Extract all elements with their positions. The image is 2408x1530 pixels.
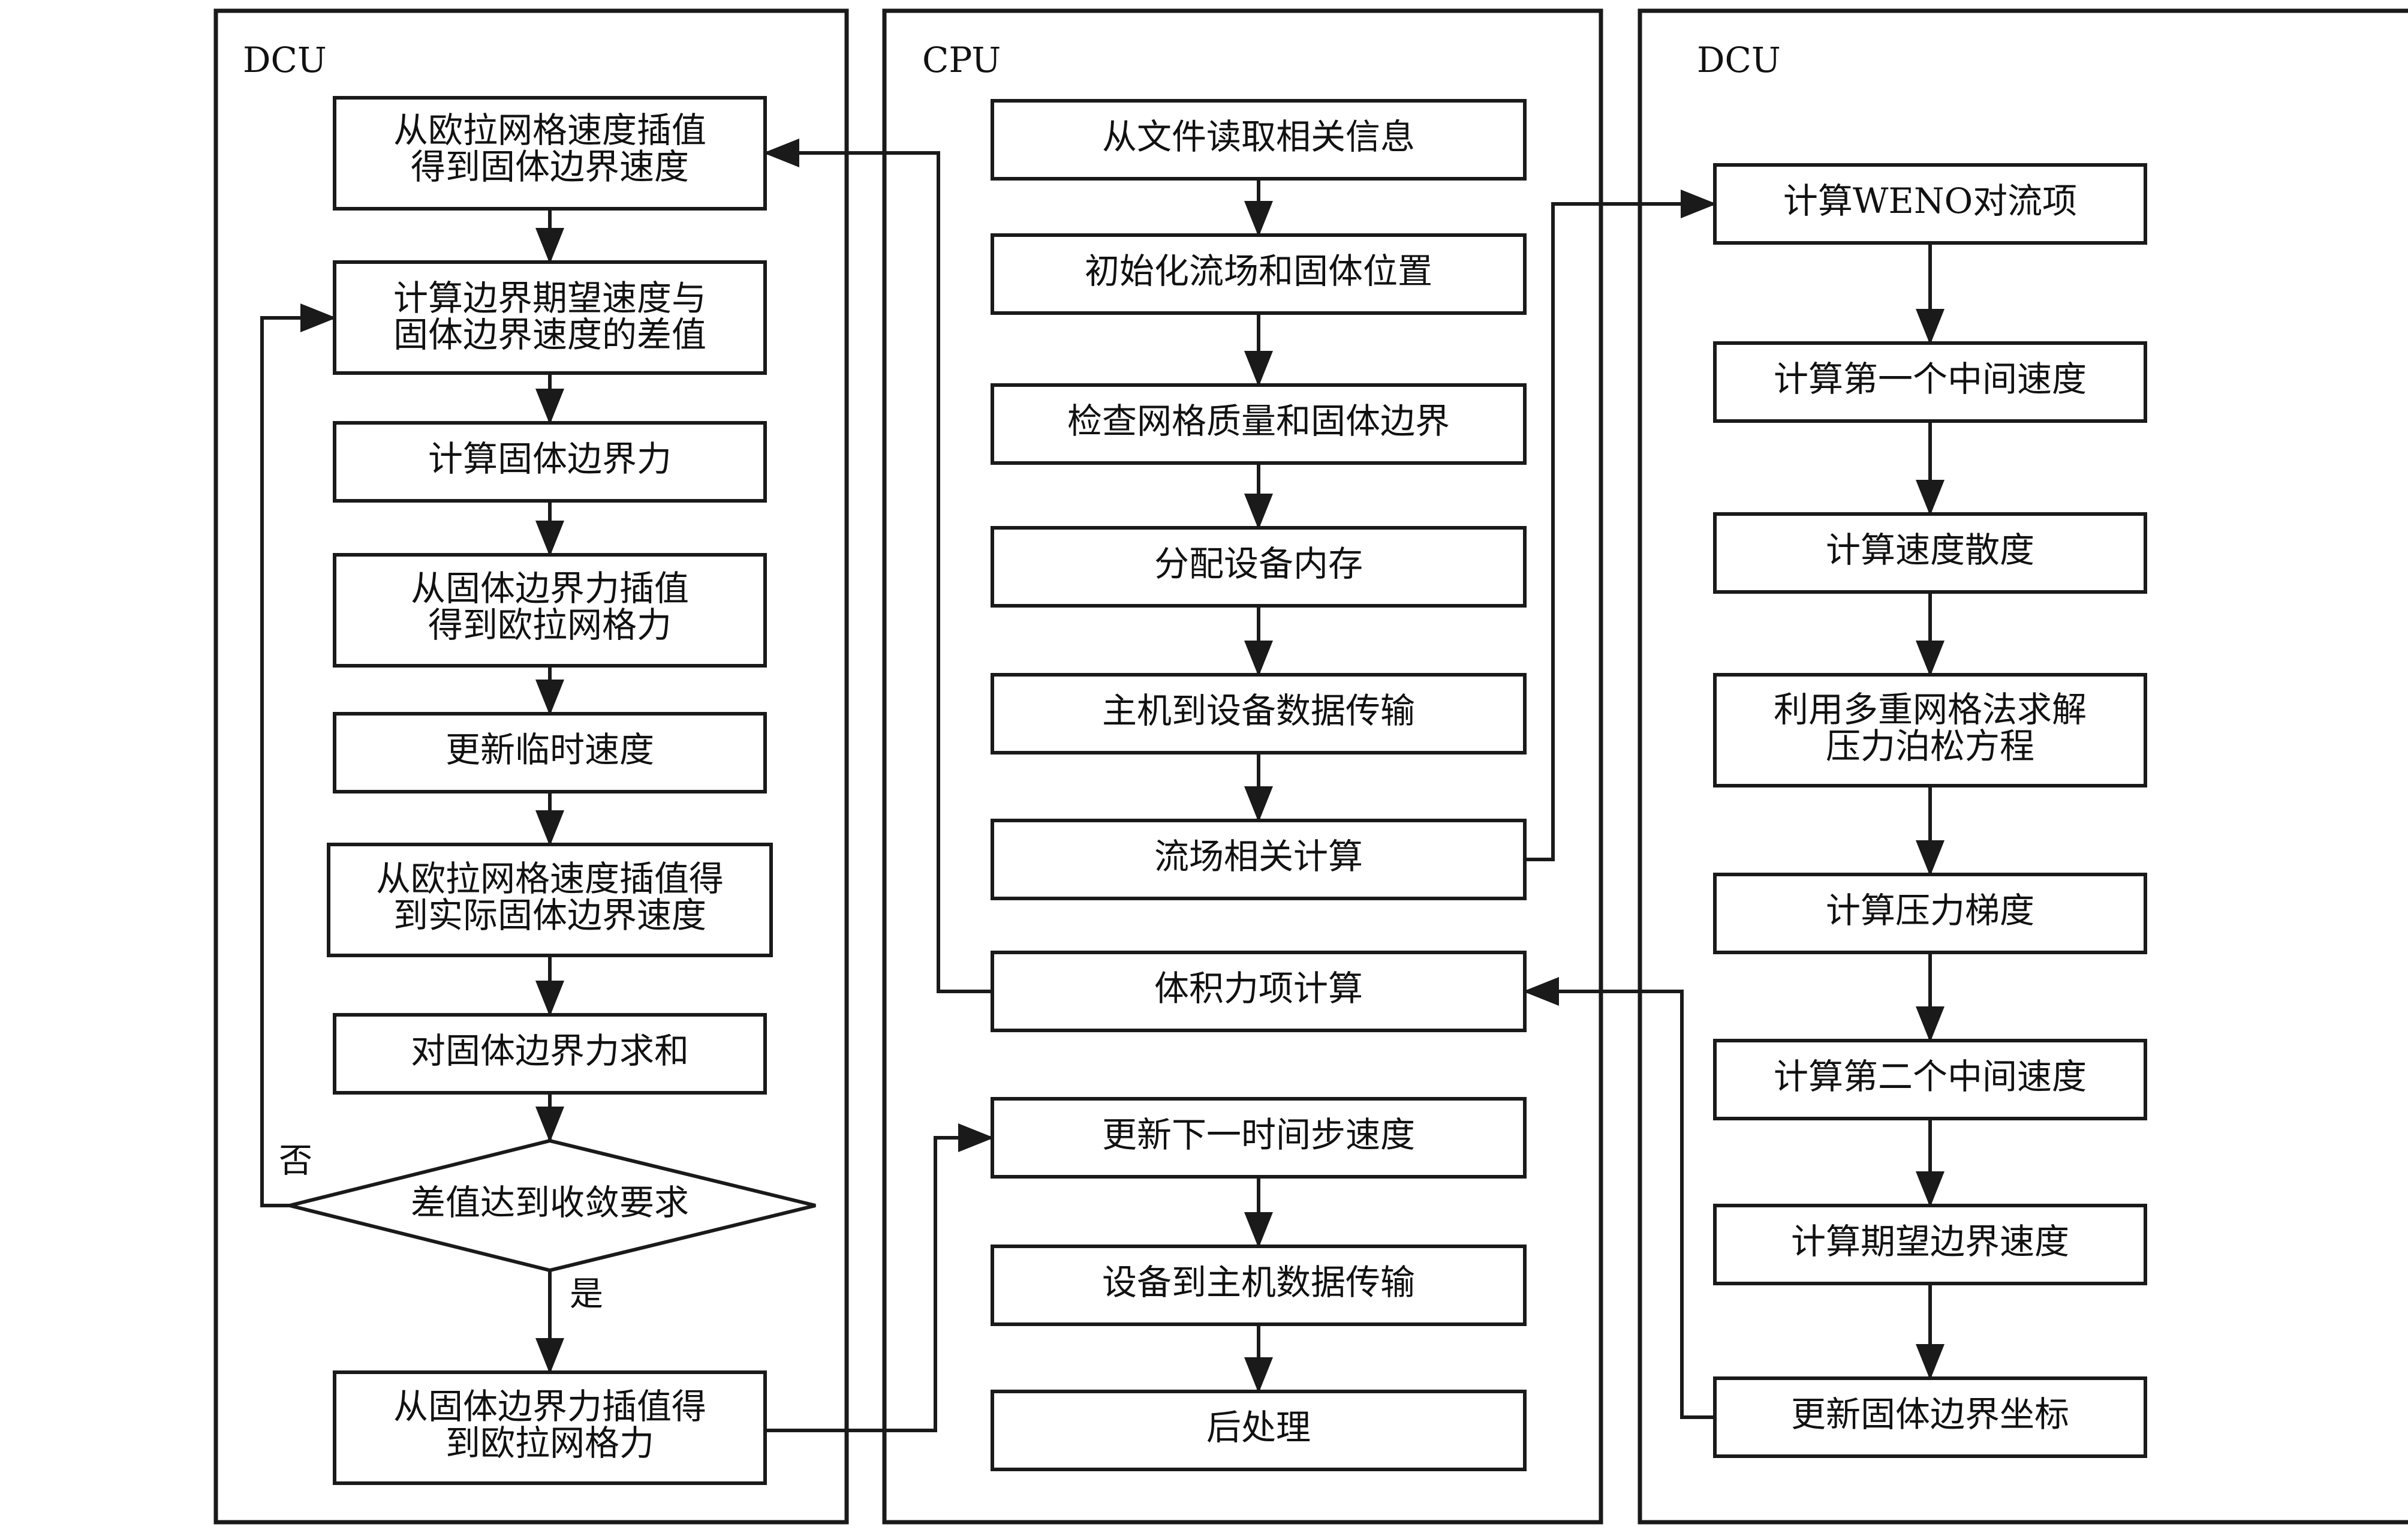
node-center-10: 后处理: [991, 1390, 1527, 1471]
node-left-5: 更新临时速度: [333, 712, 767, 793]
node-center-5: 主机到设备数据传输: [991, 673, 1527, 755]
svg-text:得到欧拉网格力: 得到欧拉网格力: [428, 605, 672, 645]
label-yes: 是: [570, 1275, 603, 1314]
svg-text:计算压力梯度: 计算压力梯度: [1826, 890, 2034, 931]
svg-text:计算边界期望速度与: 计算边界期望速度与: [393, 278, 706, 318]
node-center-1: 从文件读取相关信息: [991, 99, 1527, 181]
svg-text:分配设备内存: 分配设备内存: [1154, 543, 1363, 584]
svg-text:从欧拉网格速度插值得: 从欧拉网格速度插值得: [376, 858, 724, 899]
svg-text:计算固体边界力: 计算固体边界力: [428, 438, 672, 479]
node-center-6: 流场相关计算: [991, 819, 1527, 900]
node-center-8: 更新下一时间步速度: [991, 1097, 1527, 1179]
node-right-7: 计算期望边界速度: [1713, 1204, 2147, 1285]
svg-text:从固体边界力插值: 从固体边界力插值: [411, 568, 689, 609]
node-left-1: 从欧拉网格速度插值 得到固体边界速度: [333, 96, 767, 211]
panel-center-title: CPU: [922, 40, 1001, 80]
node-right-8: 更新固体边界坐标: [1713, 1376, 2147, 1458]
panel-left-dcu: [213, 8, 849, 1525]
svg-text:到实际固体边界速度: 到实际固体边界速度: [393, 895, 706, 936]
node-center-7: 体积力项计算: [991, 951, 1527, 1032]
svg-text:体积力项计算: 体积力项计算: [1154, 968, 1363, 1009]
svg-text:设备到主机数据传输: 设备到主机数据传输: [1102, 1262, 1415, 1303]
node-right-3: 计算速度散度: [1713, 512, 2147, 594]
svg-text:更新临时速度: 更新临时速度: [446, 729, 654, 770]
node-left-2: 计算边界期望速度与 固体边界速度的差值: [333, 260, 767, 375]
svg-text:计算第二个中间速度: 计算第二个中间速度: [1774, 1056, 2087, 1097]
node-left-4: 从固体边界力插值 得到欧拉网格力: [333, 553, 767, 668]
node-left-6: 从欧拉网格速度插值得 到实际固体边界速度: [327, 843, 773, 957]
svg-text:计算速度散度: 计算速度散度: [1826, 530, 2034, 570]
panel-right-title: DCU: [1697, 40, 1781, 80]
svg-text:更新下一时间步速度: 更新下一时间步速度: [1102, 1114, 1415, 1155]
svg-text:后处理: 后处理: [1206, 1407, 1311, 1448]
edges-left-column: [260, 209, 564, 1374]
node-right-4: 利用多重网格法求解 压力泊松方程: [1713, 673, 2147, 787]
panel-right-dcu: [1638, 8, 2408, 1525]
svg-text:检查网格质量和固体边界: 检查网格质量和固体边界: [1067, 401, 1450, 441]
node-right-6: 计算第二个中间速度: [1713, 1039, 2147, 1120]
node-right-1: 计算WENO对流项: [1713, 163, 2147, 245]
svg-text:计算期望边界速度: 计算期望边界速度: [1791, 1221, 2069, 1262]
node-left-8: 从固体边界力插值得 到欧拉网格力: [333, 1370, 767, 1485]
svg-text:利用多重网格法求解: 利用多重网格法求解: [1774, 689, 2087, 730]
label-no: 否: [279, 1142, 312, 1181]
node-center-4: 分配设备内存: [991, 526, 1527, 608]
svg-text:到欧拉网格力: 到欧拉网格力: [446, 1423, 654, 1463]
decision-converged: 差值达到收敛要求: [289, 1138, 816, 1273]
svg-text:差值达到收敛要求: 差值达到收敛要求: [411, 1182, 689, 1223]
svg-text:从文件读取相关信息: 从文件读取相关信息: [1102, 116, 1415, 157]
node-center-2: 初始化流场和固体位置: [991, 233, 1527, 315]
panel-left-title: DCU: [243, 40, 327, 80]
svg-text:计算WENO对流项: 计算WENO对流项: [1783, 181, 2077, 221]
node-left-3: 计算固体边界力: [333, 421, 767, 503]
svg-text:主机到设备数据传输: 主机到设备数据传输: [1102, 690, 1415, 731]
svg-text:更新固体边界坐标: 更新固体边界坐标: [1791, 1394, 2069, 1435]
svg-text:初始化流场和固体位置: 初始化流场和固体位置: [1085, 251, 1432, 291]
node-right-5: 计算压力梯度: [1713, 873, 2147, 954]
svg-text:流场相关计算: 流场相关计算: [1154, 836, 1363, 877]
svg-text:从固体边界力插值得: 从固体边界力插值得: [393, 1386, 706, 1427]
node-center-3: 检查网格质量和固体边界: [991, 383, 1527, 465]
svg-text:固体边界速度的差值: 固体边界速度的差值: [393, 314, 706, 355]
node-right-2: 计算第一个中间速度: [1713, 341, 2147, 423]
svg-text:对固体边界力求和: 对固体边界力求和: [411, 1030, 689, 1071]
svg-text:计算第一个中间速度: 计算第一个中间速度: [1774, 359, 2087, 399]
svg-text:压力泊松方程: 压力泊松方程: [1826, 726, 2034, 766]
svg-text:从欧拉网格速度插值: 从欧拉网格速度插值: [393, 110, 706, 151]
svg-text:得到固体边界速度: 得到固体边界速度: [411, 146, 689, 187]
edges-cross-panel: [763, 139, 1717, 1432]
node-left-7: 对固体边界力求和: [333, 1013, 767, 1095]
node-center-9: 设备到主机数据传输: [991, 1245, 1527, 1326]
panel-center-cpu: [882, 8, 1603, 1525]
